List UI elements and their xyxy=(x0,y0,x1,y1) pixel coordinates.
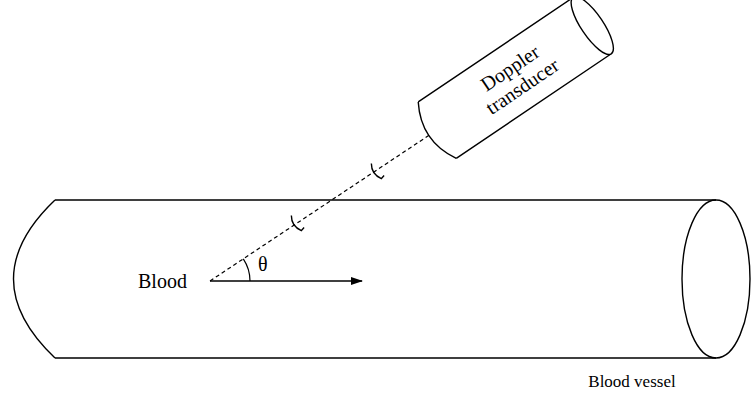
angle-label: θ xyxy=(258,253,268,275)
vessel-name: Blood vessel xyxy=(532,370,732,394)
flow-arrow xyxy=(210,280,362,282)
transducer: Doppler transducer xyxy=(409,0,622,165)
angle-arc xyxy=(243,259,250,281)
beam-line xyxy=(210,134,431,281)
blood-vessel: Blood vessel xyxy=(12,199,752,359)
vessel-outline xyxy=(12,199,752,359)
wavefront xyxy=(369,161,385,180)
flow-label: Blood xyxy=(138,270,187,292)
wavefront xyxy=(289,213,305,232)
device-name: Doppler transducer xyxy=(434,6,597,148)
